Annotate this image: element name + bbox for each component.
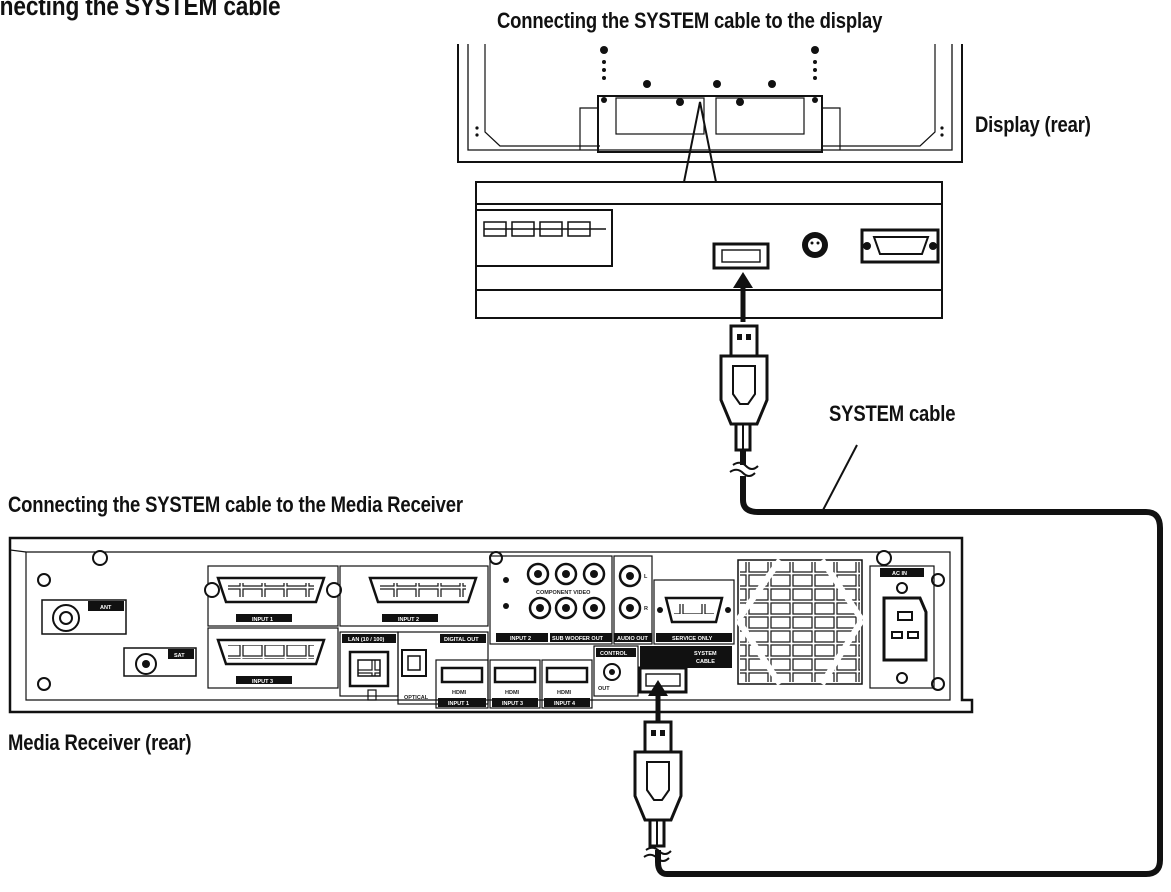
svg-text:INPUT 3: INPUT 3 (502, 701, 523, 707)
svg-text:R: R (644, 606, 648, 612)
scart-input3: INPUT 3 (207, 627, 339, 689)
svg-text:INPUT 2: INPUT 2 (510, 636, 531, 642)
svg-text:CABLE: CABLE (696, 659, 715, 665)
fan-grille (735, 558, 865, 686)
ant-connector: ANT (41, 599, 127, 635)
cable-plug-receiver (633, 720, 683, 848)
system-cable-path (655, 444, 1163, 877)
sat-connector: SAT (123, 647, 197, 677)
cable-break-bottom (643, 846, 672, 862)
receiver-chassis (8, 536, 974, 714)
svg-text:AUDIO OUT: AUDIO OUT (617, 636, 649, 642)
display-ps2-port (802, 232, 828, 258)
svg-text:OUT: OUT (598, 686, 610, 692)
svg-text:INPUT 3: INPUT 3 (252, 679, 273, 685)
svg-text:HDMI: HDMI (452, 690, 467, 696)
control-out-port: CONTROL OUT (593, 645, 639, 697)
display-screws (475, 46, 944, 137)
receiver-rear-label: Media Receiver (rear) (8, 730, 192, 755)
svg-text:SUB WOOFER OUT: SUB WOOFER OUT (552, 636, 604, 642)
ac-in-socket: AC IN (869, 565, 935, 689)
svg-text:COMPONENT VIDEO: COMPONENT VIDEO (536, 590, 591, 596)
receiver-system-port: SYSTEM CABLE (638, 646, 732, 694)
cable-plug-display (719, 324, 769, 452)
svg-text:ANT: ANT (100, 605, 112, 611)
svg-text:L: L (644, 574, 648, 580)
lan-port: LAN (10 / 100) (339, 631, 399, 701)
display-connector-strip (475, 181, 943, 319)
scart-input1: INPUT 1 (204, 565, 342, 627)
display-dsub-port (860, 228, 940, 264)
hdmi-ports: HDMI INPUT 1 HDMI INPUT 3 HDMI INPUT 4 (435, 659, 593, 709)
display-heading: Connecting the SYSTEM cable to the displ… (497, 8, 883, 33)
svg-text:SERVICE ONLY: SERVICE ONLY (672, 636, 713, 642)
zoom-callout (683, 101, 717, 183)
svg-text:INPUT 1: INPUT 1 (252, 617, 273, 623)
svg-text:INPUT 2: INPUT 2 (398, 617, 419, 623)
svg-text:HDMI: HDMI (557, 690, 572, 696)
display-usb-ports (483, 221, 606, 237)
arrow-to-display (733, 272, 753, 322)
svg-text:SAT: SAT (174, 653, 185, 659)
display-system-port (712, 242, 770, 270)
svg-text:INPUT 1: INPUT 1 (448, 701, 469, 707)
svg-text:SYSTEM: SYSTEM (694, 651, 717, 657)
system-cable-label: SYSTEM cable (829, 401, 956, 426)
svg-text:AC IN: AC IN (892, 571, 907, 577)
receiver-heading: Connecting the SYSTEM cable to the Media… (8, 492, 463, 517)
arrow-to-receiver (648, 680, 668, 726)
svg-text:OPTICAL: OPTICAL (404, 695, 429, 701)
audio-out: L R AUDIO OUT (613, 555, 653, 645)
display-rear-label: Display (rear) (975, 112, 1091, 137)
svg-text:INPUT 4: INPUT 4 (554, 701, 576, 707)
svg-text:DIGITAL OUT: DIGITAL OUT (444, 637, 479, 643)
section-title: nnecting the SYSTEM cable (0, 0, 281, 21)
svg-text:CONTROL: CONTROL (600, 651, 628, 657)
receiver-screws (37, 550, 945, 691)
display-rear-illustration (457, 44, 963, 163)
service-only-port: SERVICE ONLY (653, 579, 735, 645)
svg-text:HDMI: HDMI (505, 690, 520, 696)
scart-input2: INPUT 2 (339, 565, 489, 627)
component-video-input2: COMPONENT VIDEO INPUT 2 SUB WOOFER OUT (489, 555, 613, 645)
svg-text:LAN (10 / 100): LAN (10 / 100) (348, 637, 385, 643)
